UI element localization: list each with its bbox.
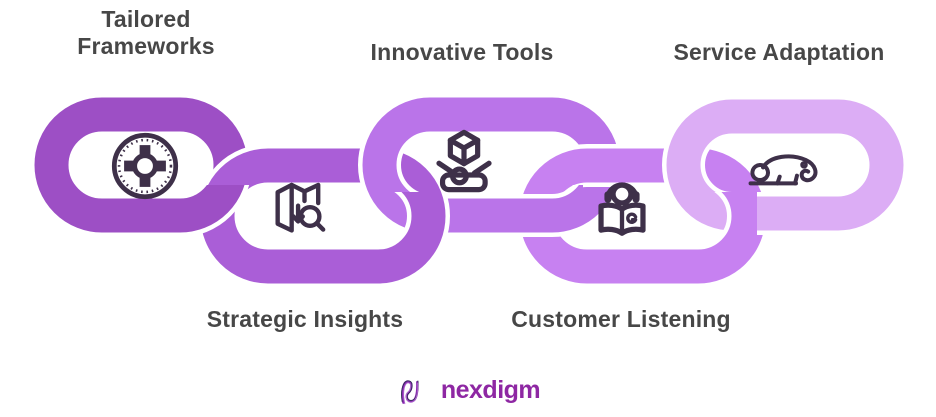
nexdigm-logo: nexdigm [389,367,547,414]
label-strategic-insights: Strategic Insights [206,306,404,332]
wheel-icon [111,132,179,200]
headphone-cups [604,191,640,203]
label-innovative-tools: Innovative Tools [370,39,554,65]
label-service-adaptation: Service Adaptation [673,39,885,65]
label-customer-listening: Customer Listening [511,306,731,332]
headphones-book-icon [598,182,646,236]
label-tailored-frameworks: Tailored Frameworks [77,6,215,59]
cube-hand-icon [436,129,492,193]
nexdigm-logo-text: nexdigm [440,376,541,404]
chameleon-icon [748,154,818,186]
map-search-icon [275,182,326,233]
nexdigm-logo-mark [401,379,419,404]
